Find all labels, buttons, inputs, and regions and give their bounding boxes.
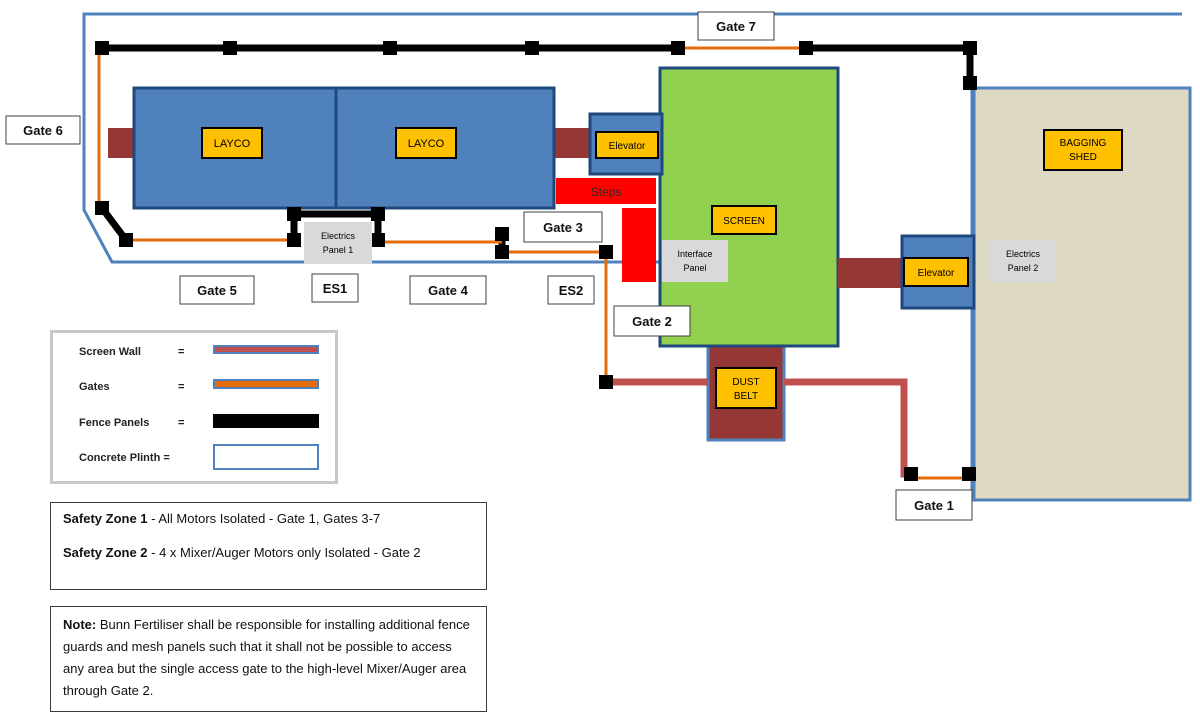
layco-1-label-box: [201, 127, 263, 159]
bagging-shed-label-2: SHED: [1069, 152, 1097, 163]
legend-swatch-fence-panels: [213, 414, 319, 428]
legend-eq: =: [178, 346, 185, 358]
conveyor-layco-east: [554, 128, 592, 158]
layco-1-label: LAYCO: [214, 138, 251, 150]
conveyor-screen-elevator: [838, 258, 902, 288]
dust-belt-label-2: BELT: [734, 391, 758, 402]
elevator-2-label: Elevator: [918, 268, 955, 279]
legend-fence-panels-label: Fence Panels: [79, 417, 150, 429]
layco-2-label: LAYCO: [408, 138, 445, 150]
svg-text:Gate 1: Gate 1: [914, 498, 954, 513]
note-box: Note: Bunn Fertiliser shall be responsib…: [50, 606, 487, 712]
dust-belt-label-box: [715, 367, 777, 409]
interface-panel-label-2: Panel: [683, 263, 706, 273]
legend-swatch-gates: [213, 379, 319, 389]
elevator-1-label-box: [595, 131, 659, 159]
steps-label: Steps: [591, 185, 622, 199]
note-text: Bunn Fertiliser shall be responsible for…: [63, 617, 470, 698]
electrics-panel-1-box: [304, 222, 372, 264]
callout-es1: ES1: [311, 273, 359, 303]
screen-label-box: [711, 205, 777, 235]
safety-zone-2: Safety Zone 2 - 4 x Mixer/Auger Motors o…: [63, 545, 474, 561]
steps-vertical: [622, 208, 656, 282]
callout-gate-6: Gate 6: [5, 115, 81, 145]
electrics-panel-1-label-1: Electrics: [321, 231, 356, 241]
svg-text:Gate 4: Gate 4: [428, 283, 469, 298]
safety-zone-2-title: Safety Zone 2: [63, 545, 148, 560]
legend-screen-wall-label: Screen Wall: [79, 346, 141, 358]
callout-gate-1: Gate 1: [895, 489, 973, 521]
electrics-panel-2-box: [990, 240, 1056, 282]
elevator-2-label-box: [903, 257, 969, 287]
fence-posts: [95, 41, 977, 481]
layco-2-label-box: [395, 127, 457, 159]
safety-zone-1: Safety Zone 1 - All Motors Isolated - Ga…: [63, 511, 474, 527]
svg-text:Gate 6: Gate 6: [23, 123, 63, 138]
electrics-panel-2-label-1: Electrics: [1006, 249, 1041, 259]
callout-gate-3: Gate 3: [523, 211, 603, 243]
legend-eq: =: [178, 381, 185, 393]
conveyor-layco-west: [108, 128, 134, 158]
screen-label: SCREEN: [723, 216, 765, 227]
svg-text:Gate 7: Gate 7: [716, 19, 756, 34]
callout-gate-7: Gate 7: [697, 11, 775, 41]
callout-gate-5: Gate 5: [179, 275, 255, 305]
legend-concrete-plinth-label: Concrete Plinth =: [79, 452, 170, 464]
legend-gates-label: Gates: [79, 381, 110, 393]
svg-text:Gate 2: Gate 2: [632, 314, 672, 329]
dust-belt-label-1: DUST: [732, 377, 759, 388]
interface-panel-box: [662, 240, 728, 282]
elevator-1-label: Elevator: [609, 141, 646, 152]
legend-swatch-screen-wall: [213, 345, 319, 354]
safety-zone-2-text: - 4 x Mixer/Auger Motors only Isolated -…: [147, 545, 421, 560]
steps-block: [556, 178, 656, 204]
interface-panel-label-1: Interface: [677, 249, 712, 259]
safety-zone-1-text: - All Motors Isolated - Gate 1, Gates 3-…: [147, 511, 381, 526]
legend-swatch-concrete-plinth: [213, 444, 319, 470]
concrete-plinth-outline: [82, 12, 1182, 264]
safety-zone-1-title: Safety Zone 1: [63, 511, 148, 526]
svg-text:Gate 5: Gate 5: [197, 283, 237, 298]
bagging-shed-label-box: [1043, 129, 1123, 171]
layco-unit-2: [334, 86, 556, 210]
legend: Screen Wall = Gates = Fence Panels = Con…: [50, 330, 338, 484]
note-title: Note:: [63, 617, 97, 632]
legend-eq: =: [178, 417, 185, 429]
svg-text:Gate 3: Gate 3: [543, 220, 583, 235]
safety-zones-box: Safety Zone 1 - All Motors Isolated - Ga…: [50, 502, 487, 590]
svg-text:ES1: ES1: [323, 281, 348, 296]
callout-gate-4: Gate 4: [409, 275, 487, 305]
electrics-panel-1-label-2: Panel 1: [323, 245, 354, 255]
callout-es2: ES2: [547, 275, 595, 305]
bagging-shed-label-1: BAGGING: [1060, 138, 1107, 149]
electrics-panel-2-label-2: Panel 2: [1008, 263, 1039, 273]
svg-text:ES2: ES2: [559, 283, 584, 298]
screen-wall-right: [784, 378, 912, 478]
callout-gate-2: Gate 2: [613, 305, 691, 337]
